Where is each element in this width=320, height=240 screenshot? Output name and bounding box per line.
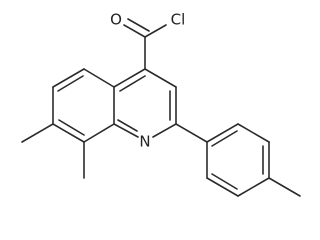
bond-carbonyl-o-1	[123, 24, 146, 38]
bond-c7-methyl	[21, 123, 54, 143]
chlorine-label: Cl	[171, 11, 186, 29]
bond-c8-c8a	[83, 123, 115, 143]
bond-c4a-c4	[113, 68, 146, 88]
bond-carbonyl-cl	[144, 24, 167, 38]
bond-c4-c3	[144, 68, 177, 88]
bond-c4a-c4-inner	[119, 75, 146, 92]
bond-aryl-methyl	[268, 177, 301, 197]
bond-c7-c8-inner	[58, 119, 85, 136]
bond-carbonyl-o-2	[127, 18, 150, 32]
bond-aryl-a-b	[206, 123, 239, 143]
bond-c7-c8	[52, 123, 85, 143]
bond-n1-c8a-inner	[117, 119, 138, 132]
nitrogen-label: N	[139, 133, 150, 151]
structure-canvas: O Cl N	[21, 10, 301, 197]
bond-aryl-b-c	[237, 123, 270, 143]
bond-aryl-a-b-inner	[211, 130, 238, 147]
bond-c4a-c5	[83, 68, 115, 88]
bond-c2-n1	[152, 123, 177, 138]
bond-aryl-e-f-inner	[211, 173, 238, 190]
bond-aryl-d-e	[237, 177, 270, 197]
bond-aryl-e-f	[206, 177, 239, 197]
bond-c5-c6-inner	[57, 75, 84, 92]
molecule-drawing: O Cl N	[21, 11, 301, 197]
oxygen-label: O	[110, 11, 122, 29]
bond-n1-c8a	[113, 123, 139, 138]
bond-c5-c6	[52, 68, 85, 88]
bond-c2-aryl	[175, 123, 208, 143]
